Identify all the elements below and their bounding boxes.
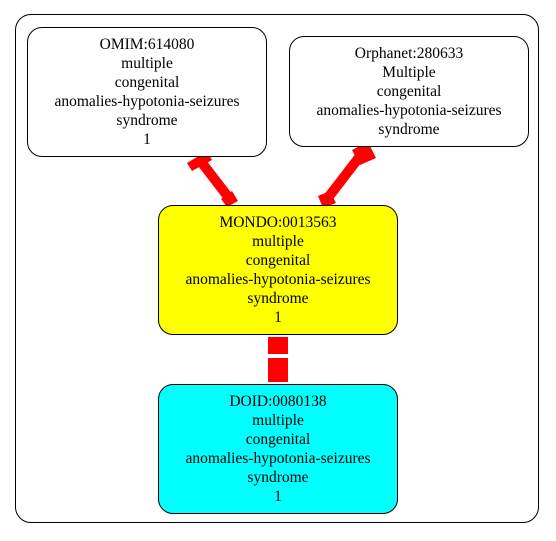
edge-arrow-head [318, 191, 336, 208]
edge-arrow-tail [352, 142, 376, 165]
node-doid[interactable]: DOID:0080138 multiple congenital anomali… [158, 384, 398, 514]
edge-mondo-to-doid [268, 337, 288, 382]
node-mondo-count: 1 [274, 309, 282, 326]
node-doid-name-line-4: syndrome [247, 469, 309, 486]
node-mondo-name-line-1: multiple [252, 233, 304, 250]
node-orphanet-name-line-3: anomalies-hypotonia-seizures [316, 102, 502, 119]
node-doid-name-line-1: multiple [252, 412, 304, 429]
node-orphanet-name-line-4: syndrome [378, 121, 440, 138]
node-orphanet[interactable]: Orphanet:280633 Multiple congenital anom… [289, 36, 529, 147]
node-doid-name-line-2: congenital [245, 431, 311, 448]
node-omim[interactable]: OMIM:614080 multiple congenital anomalie… [27, 27, 267, 157]
node-omim-name-line-4: syndrome [116, 112, 178, 129]
node-mondo-name-line-2: congenital [245, 252, 311, 269]
node-mondo-id: MONDO:0013563 [219, 214, 337, 231]
node-orphanet-name-line-1: Multiple [382, 64, 436, 81]
edge-arrow-head [268, 358, 288, 382]
edge-arrow-tail [268, 337, 288, 354]
graph-cluster-frame [15, 14, 539, 523]
node-mondo-name-line-4: syndrome [247, 290, 309, 307]
edge-line [195, 155, 233, 202]
node-mondo[interactable]: MONDO:0013563 multiple congenital anomal… [158, 205, 398, 335]
node-mondo-name-line-3: anomalies-hypotonia-seizures [185, 271, 371, 288]
node-orphanet-name-line-2: congenital [376, 83, 442, 100]
node-omim-name-line-2: congenital [114, 74, 180, 91]
node-omim-id: OMIM:614080 [99, 36, 195, 53]
edge-arrow-head [221, 191, 238, 207]
node-orphanet-id: Orphanet:280633 [354, 45, 464, 62]
node-doid-name-line-3: anomalies-hypotonia-seizures [185, 450, 371, 467]
node-doid-count: 1 [274, 488, 282, 505]
edge-omim-to-mondo [187, 151, 238, 207]
edge-orphanet-to-mondo [318, 142, 376, 208]
node-doid-id: DOID:0080138 [229, 393, 327, 410]
node-omim-name-line-1: multiple [121, 55, 173, 72]
node-omim-name-line-3: anomalies-hypotonia-seizures [54, 93, 240, 110]
node-omim-count: 1 [143, 131, 151, 148]
